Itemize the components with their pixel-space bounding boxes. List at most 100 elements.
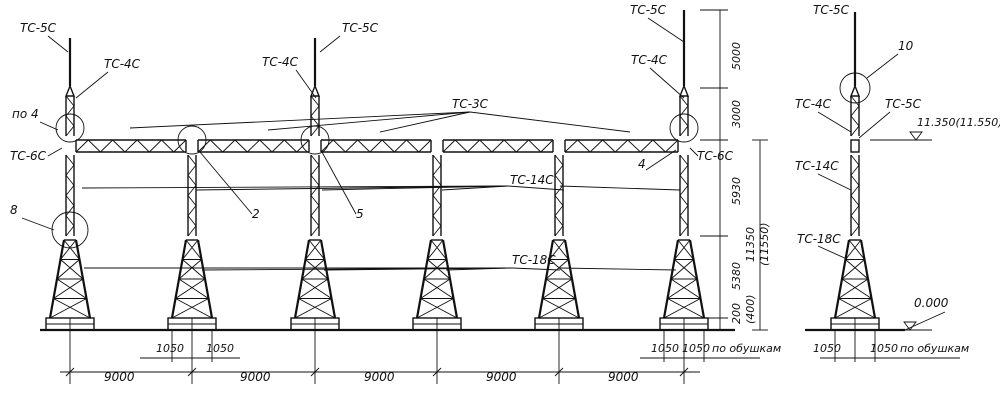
tower-diagonal [420, 298, 458, 319]
truss-diagonal [210, 139, 223, 153]
truss-diagonal [173, 139, 187, 153]
lattice-diagonal [679, 125, 689, 137]
truss-diagonal [320, 139, 334, 153]
tower-diagonal [416, 298, 454, 319]
lattice-diagonal [65, 154, 75, 166]
leader-line [445, 267, 513, 271]
tower-diagonal [845, 239, 862, 260]
lattice-diagonal [679, 195, 689, 206]
lattice-diagonal [310, 125, 320, 137]
truss-diagonal [271, 139, 285, 153]
mast-cap [64, 84, 76, 97]
leader-line [267, 111, 471, 131]
lattice-diagonal [850, 185, 860, 196]
tower-diagonal [301, 278, 332, 299]
lattice-diagonal [432, 195, 442, 206]
leader-lines-group [21, 17, 699, 271]
tower-diagonal [841, 259, 865, 280]
lattice-diagonal [65, 205, 75, 217]
tower-diagonal [171, 298, 209, 319]
truss-diagonal [564, 139, 578, 153]
span-3: 9000 [364, 370, 395, 384]
truss-diagonal [369, 139, 383, 153]
truss-diagonal [357, 139, 371, 153]
tower-diagonal [49, 298, 87, 319]
column-1 [45, 38, 95, 331]
tower-diagonal [838, 298, 876, 319]
lattice-diagonal [310, 205, 320, 217]
columns-group [45, 10, 709, 331]
lattice-diagonal [850, 95, 860, 107]
lattice-diagonal [310, 105, 320, 117]
level-zero: 0.000 [914, 296, 949, 310]
dimension-lines-group [60, 9, 768, 384]
truss-diagonal [516, 139, 529, 153]
tower-diagonal [670, 259, 694, 280]
label-ts4c-3: ТС-4С [631, 53, 668, 67]
truss-diagonal [627, 139, 641, 153]
truss-diagonal [442, 139, 456, 153]
truss-diagonal [503, 139, 517, 153]
lattice-diagonal [679, 154, 689, 166]
leader-line-side [817, 111, 852, 133]
span-4: 9000 [486, 370, 517, 384]
label-ts18c-side: ТС-18С [797, 232, 841, 246]
label-ts3c: ТС-3С [452, 97, 489, 111]
leader-line [21, 217, 55, 231]
lattice-diagonal [850, 105, 860, 117]
truss-span-4 [442, 139, 554, 153]
leader-line [47, 35, 69, 53]
leader-line-10 [866, 53, 899, 79]
lattice-diagonal [850, 154, 860, 166]
leader-line [129, 111, 471, 129]
leader-line [321, 185, 509, 191]
truss-diagonal [640, 139, 654, 153]
tower-diagonal [60, 239, 77, 260]
level-marker-zero [903, 321, 917, 331]
lattice-diagonal [679, 164, 689, 176]
leader-line [319, 35, 341, 53]
lattice-diagonal [65, 95, 75, 107]
span-5: 9000 [608, 370, 639, 384]
leader-line [321, 151, 357, 215]
lattice-diagonal [432, 174, 442, 186]
truss-diagonal [406, 139, 420, 153]
truss-diagonal [332, 139, 346, 153]
lattice-diagonal [554, 225, 564, 237]
lattice-diagonal [310, 225, 320, 237]
leader-line [469, 111, 631, 133]
tower-diagonal [294, 298, 332, 319]
dim-5000: 5000 [730, 42, 743, 70]
column-4 [412, 154, 462, 331]
truss-diagonal [112, 139, 126, 153]
tower-diagonal [182, 239, 199, 260]
tower-diagonal [552, 239, 569, 260]
lattice-diagonal [310, 174, 320, 186]
leader-line [81, 185, 509, 189]
lattice-diagonal [65, 164, 75, 176]
tower-diagonal [838, 278, 869, 299]
lattice-diagonal [187, 185, 197, 196]
span-tick [187, 367, 197, 377]
mast-cap [309, 84, 321, 97]
lattice-diagonal [679, 185, 689, 196]
label-5: 5 [356, 207, 364, 221]
truss-span-2 [197, 139, 310, 153]
truss-diagonal [577, 139, 591, 153]
label-ts6c-3: ТС-6С [697, 149, 734, 163]
tower-diagonal [663, 298, 701, 319]
dim-5930: 5930 [730, 177, 743, 205]
tower-diagonal [175, 278, 206, 299]
truss-diagonal [614, 139, 629, 153]
lattice-diagonal [432, 154, 442, 166]
truss-diagonal [602, 139, 616, 153]
leader-line [295, 69, 317, 99]
label-4: 4 [638, 157, 646, 171]
lattice-diagonal [432, 205, 442, 217]
span-tick [554, 367, 564, 377]
dim-1050-side-l: 1050 [813, 342, 841, 355]
lattice-diagonal [65, 174, 75, 186]
label-ts5c-3: ТС-5С [630, 3, 667, 17]
dim-1050-col6-r: 1050 [682, 342, 710, 355]
lattice-diagonal [554, 164, 564, 176]
